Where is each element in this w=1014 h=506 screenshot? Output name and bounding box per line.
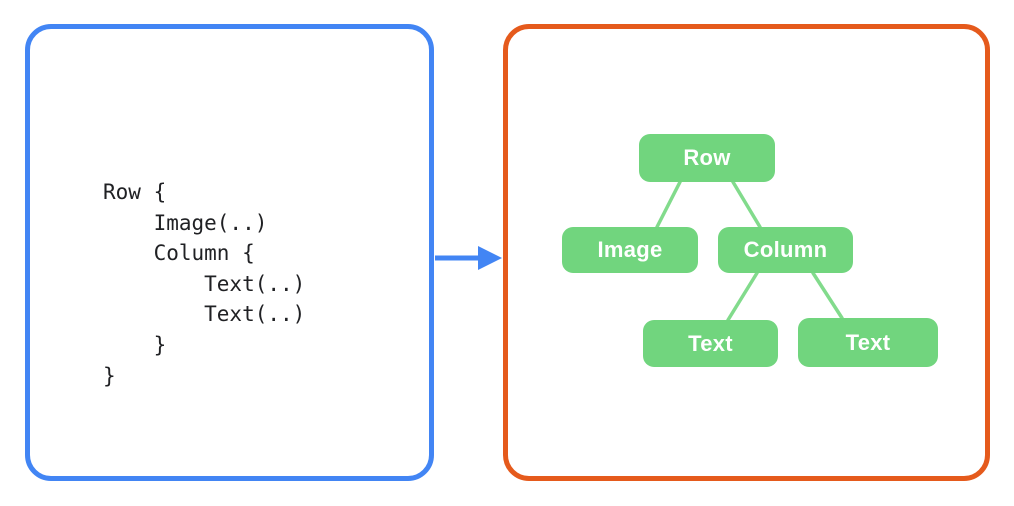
tree-node-label: Text <box>845 329 891 355</box>
tree-node-image: Image <box>562 227 698 273</box>
flow-arrow <box>435 246 502 270</box>
arrow-head-icon <box>478 246 502 270</box>
tree-node-row: Row <box>639 134 775 182</box>
tree-node-text-1: Text <box>643 320 778 367</box>
tree-node-label: Text <box>688 330 733 356</box>
code-snippet: Row { Image(..) Column { Text(..) Text(.… <box>103 180 306 388</box>
tree-node-label: Column <box>743 237 828 262</box>
tree-node-text-2: Text <box>798 318 938 367</box>
code-panel <box>25 24 434 481</box>
tree-node-label: Row <box>683 145 731 170</box>
tree-node-label: Image <box>597 237 663 262</box>
tree-node-column: Column <box>718 227 853 273</box>
